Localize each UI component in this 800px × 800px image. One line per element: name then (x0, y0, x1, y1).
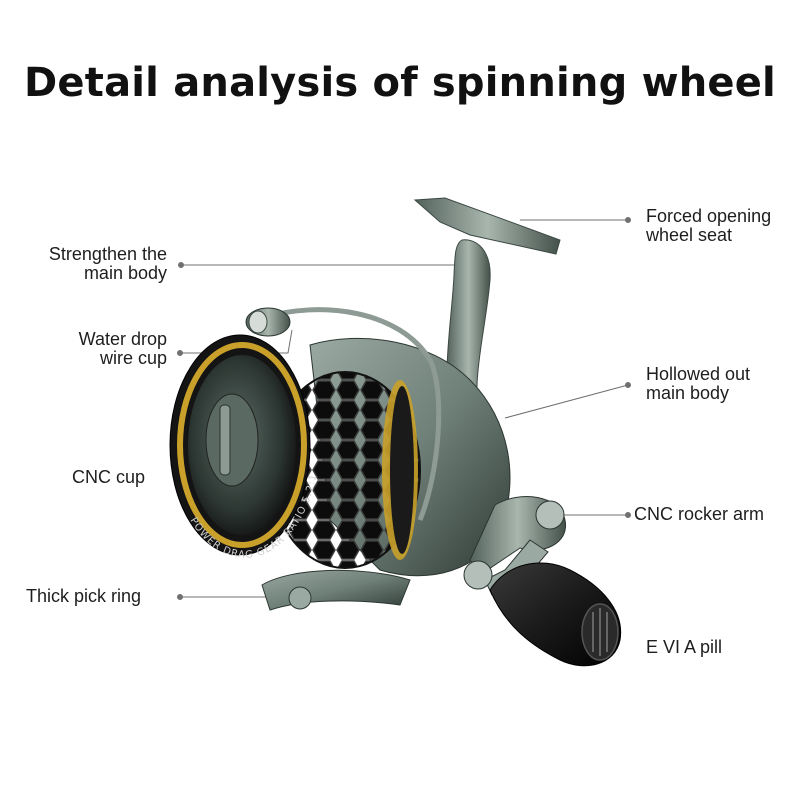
reel-foot (413, 197, 561, 255)
pick-ring (261, 569, 411, 611)
callout-water-drop-wire-cup: Water drop wire cup (78, 329, 167, 368)
callout-hollowed-out-main-body: Hollowed out main body (646, 364, 751, 403)
leader-hollowed (504, 384, 629, 419)
callout-thick-pick-ring: Thick pick ring (26, 586, 142, 606)
callout-cnc-cup: CNC cup (72, 467, 146, 487)
callout-eva-pill: E VI A pill (646, 637, 723, 657)
callout-strengthen-main-body: Strengthen the main body (48, 244, 167, 283)
callout-cnc-rocker-arm: CNC rocker arm (634, 504, 765, 524)
page-title: Detail analysis of spinning wheel (24, 60, 776, 106)
bail-arm (261, 307, 442, 521)
callout-forced-opening: Forced opening wheel seat (646, 206, 772, 245)
drag-knob (205, 393, 259, 487)
